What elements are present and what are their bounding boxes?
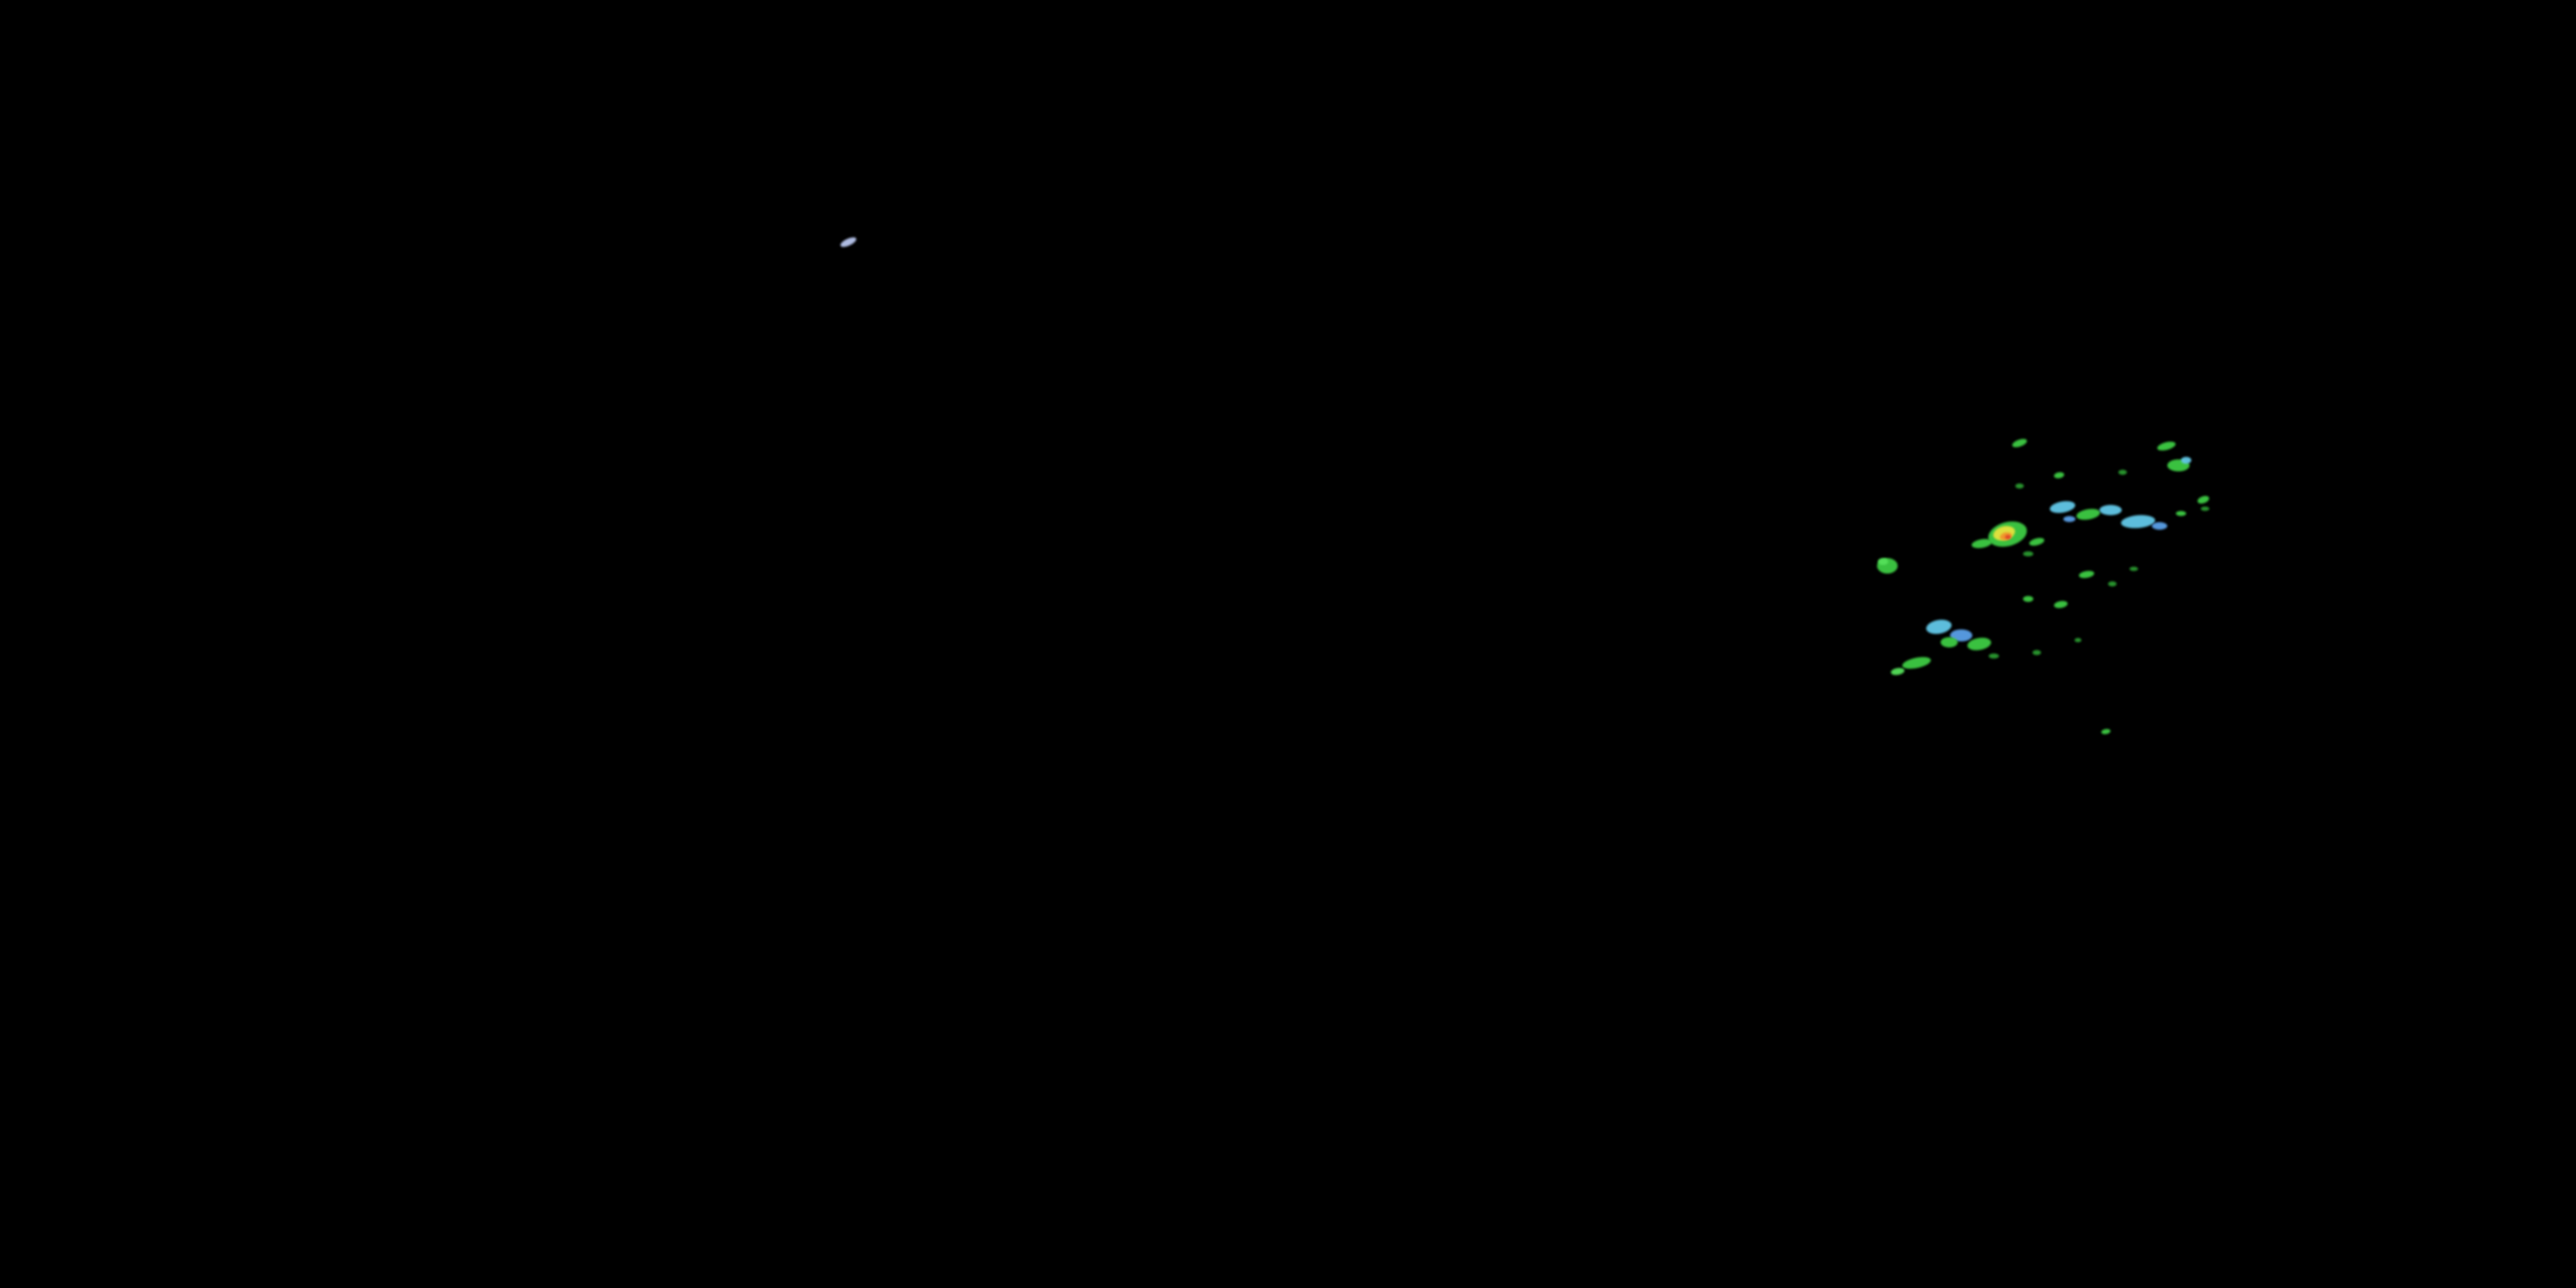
radar-echo	[2156, 439, 2177, 453]
radar-echo	[2032, 650, 2041, 655]
radar-echo	[1878, 558, 1888, 565]
radar-echo	[1890, 666, 1905, 677]
radar-echo	[2053, 599, 2069, 610]
radar-echo	[2100, 728, 2111, 735]
radar-echo	[1924, 617, 1953, 636]
radar-echo	[2015, 483, 2024, 489]
radar-echo	[1941, 637, 1958, 647]
radar-echo	[2108, 581, 2117, 586]
radar-echo	[2049, 498, 2076, 515]
radar-echo	[2181, 457, 2191, 464]
radar-echo	[1901, 654, 1932, 671]
radar-echo	[2053, 471, 2065, 479]
radar-echo	[1971, 537, 1993, 550]
radar-echo	[2063, 515, 2075, 522]
radar-echo	[2201, 506, 2209, 511]
radar-echo	[2023, 595, 2033, 602]
radar-echo	[2011, 437, 2028, 449]
radar-echo	[2075, 507, 2101, 522]
radar-echo	[2028, 536, 2045, 548]
radar-echo	[2075, 637, 2081, 642]
radar-echo	[2023, 551, 2033, 556]
radar-echo	[2152, 521, 2167, 530]
radar-echo	[2129, 566, 2138, 571]
radar-echo	[2004, 534, 2011, 539]
radar-echo	[2099, 505, 2122, 515]
radar-echo	[1989, 653, 1999, 659]
radar-echo	[2118, 470, 2127, 475]
radar-echo	[2196, 494, 2210, 506]
radar-echo	[2176, 511, 2186, 516]
radar-echo	[2120, 513, 2156, 530]
radar-echo	[2078, 569, 2095, 580]
radar-echo	[839, 235, 858, 249]
